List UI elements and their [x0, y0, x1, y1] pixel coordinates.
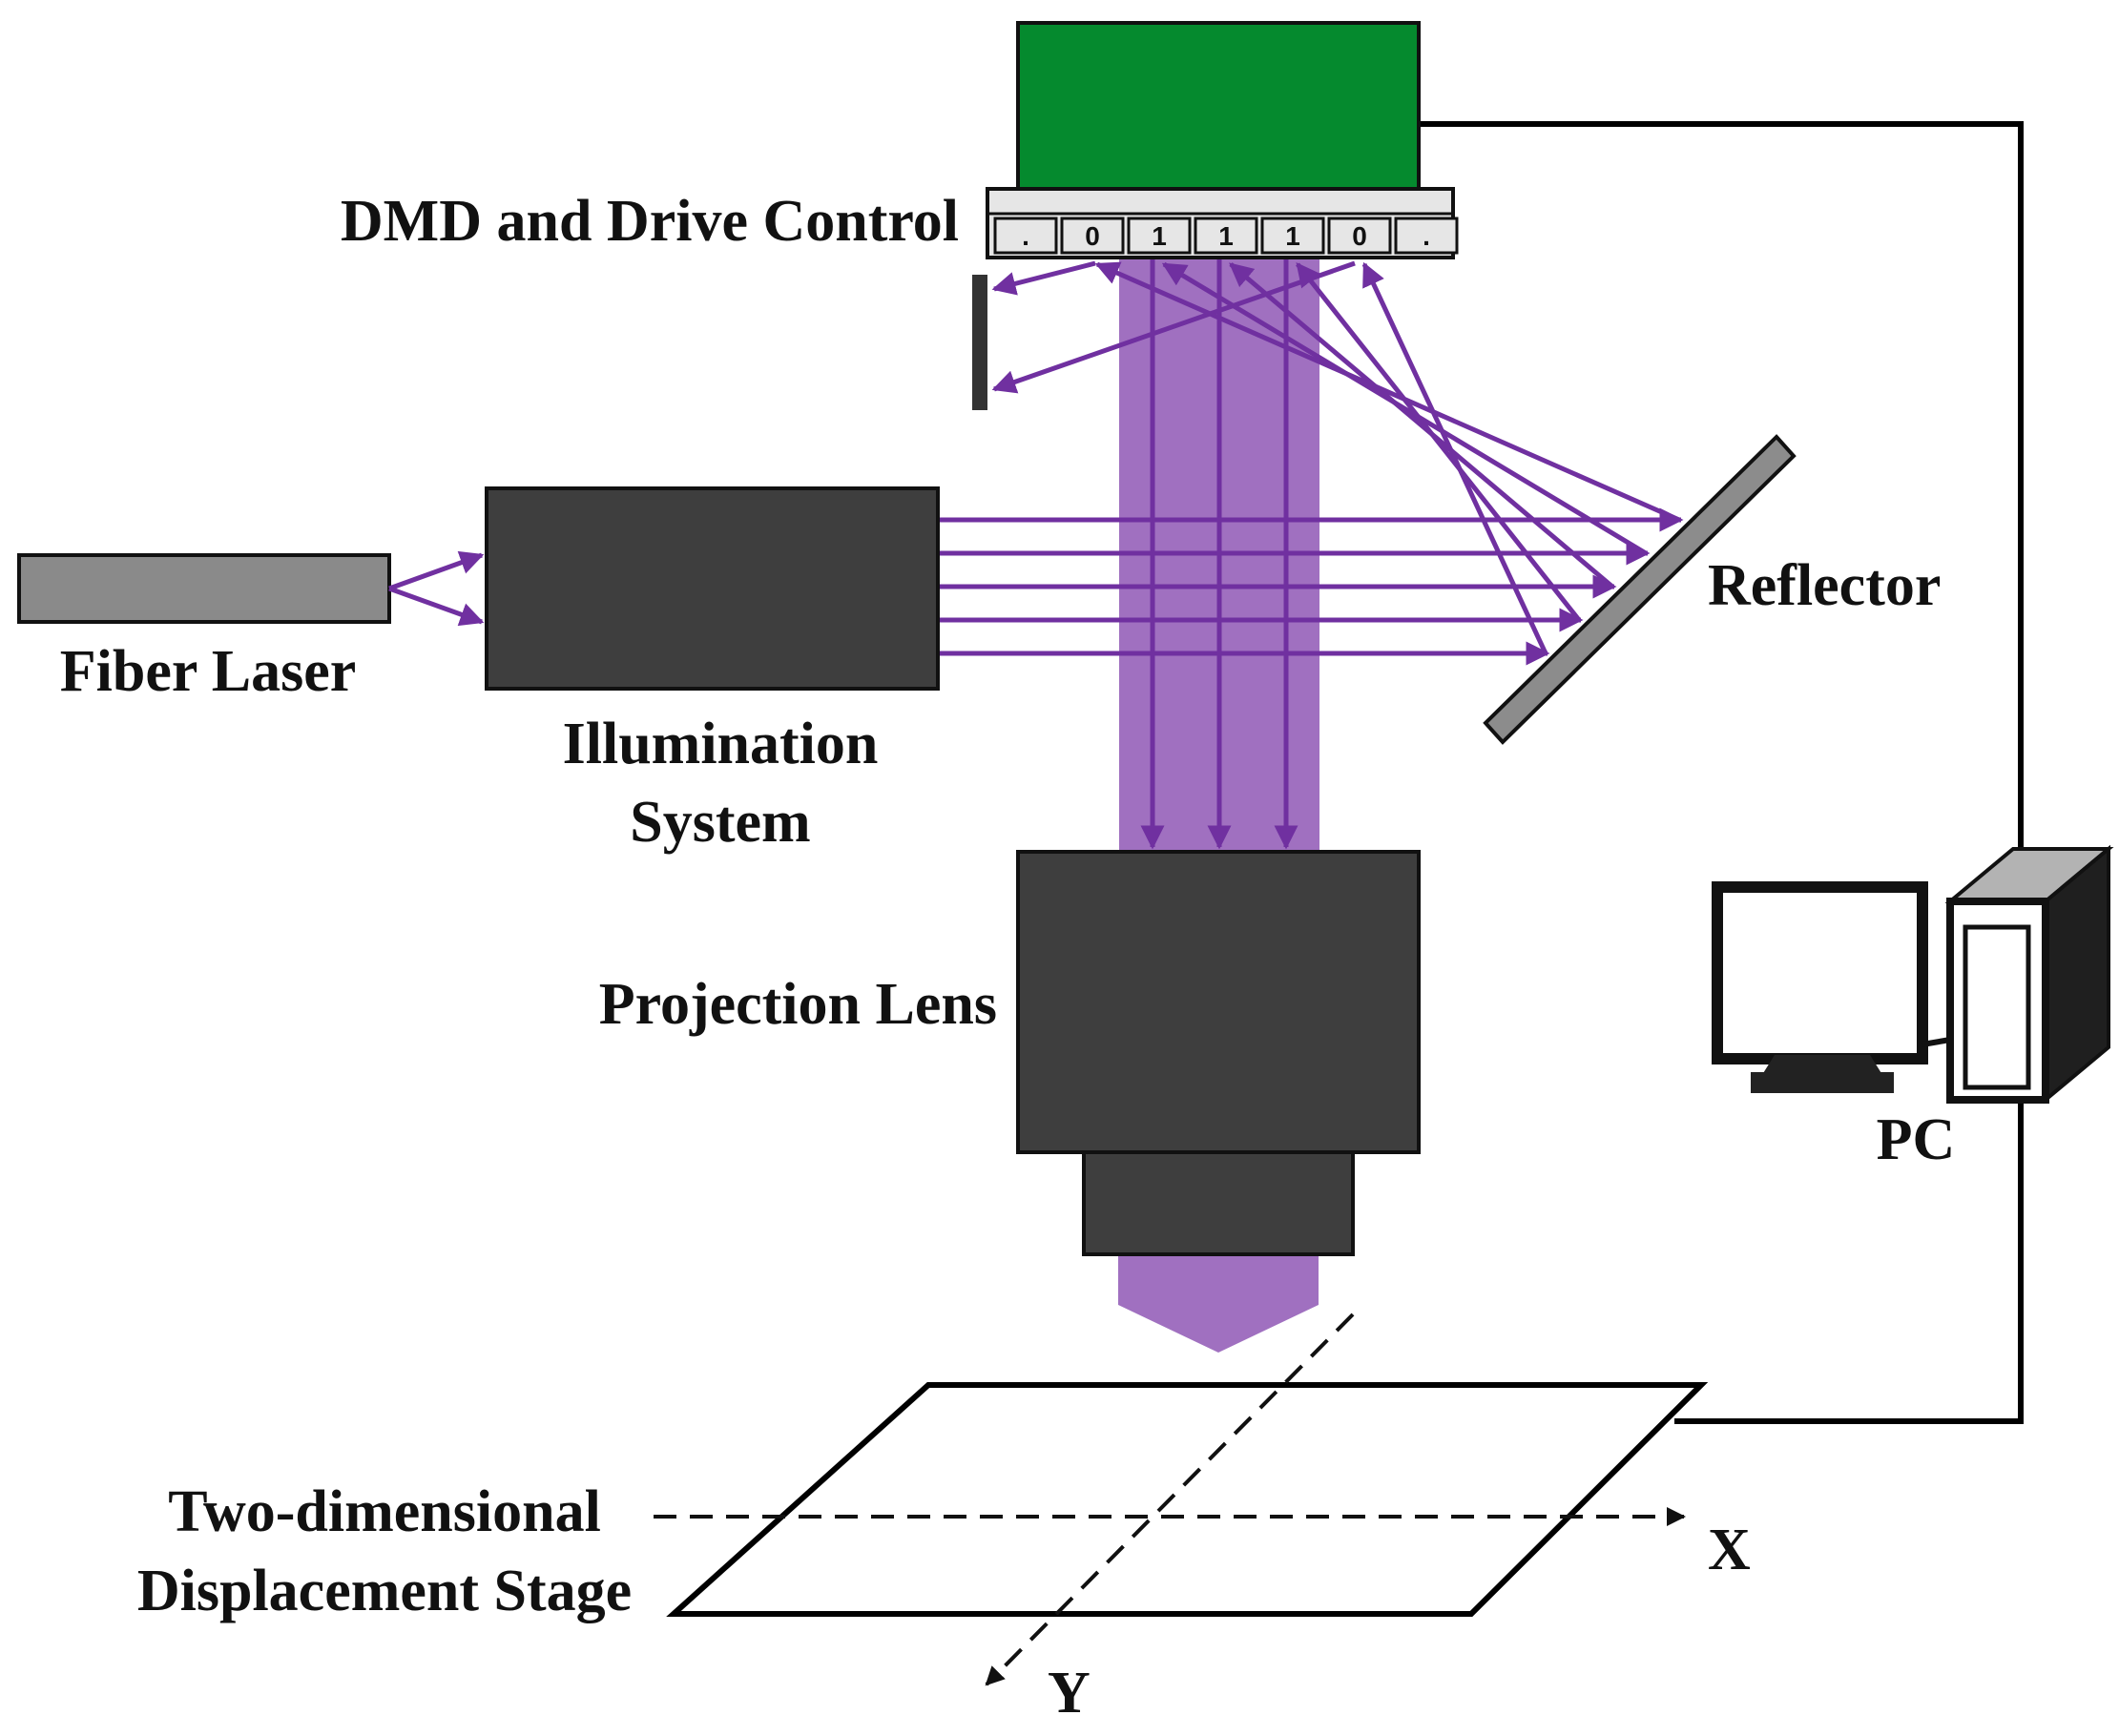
- off-ray-1: [991, 260, 1096, 296]
- dmd-cell: [1327, 217, 1392, 255]
- pc-cable: [1922, 1037, 1951, 1047]
- dmd-cell-bit: 0: [1085, 221, 1100, 251]
- dmd-cell: [1394, 217, 1459, 255]
- laser-ray-1: [388, 550, 485, 591]
- projection-lens-label: Projection Lens: [599, 972, 997, 1037]
- fiber-laser-body: [17, 553, 391, 624]
- reflected-ray-3: [1229, 262, 1614, 589]
- y-axis-line: [985, 1312, 1355, 1686]
- projected-beam-lower: [1118, 1254, 1319, 1353]
- dmd-cell: [1060, 217, 1125, 255]
- dmd-cell-bit: .: [1423, 221, 1430, 251]
- dmd-cell-bit: 1: [1152, 221, 1167, 251]
- pc-tower-icon: [1944, 844, 2114, 1105]
- laser-ray-2: [388, 586, 485, 627]
- reflected-ray-5: [1361, 261, 1548, 655]
- dmd-cell: [1194, 217, 1258, 255]
- projection-lens-nozzle: [1082, 1150, 1355, 1256]
- fiber-laser-label: Fiber Laser: [60, 639, 357, 704]
- dmd-board: [1016, 21, 1421, 193]
- illumination-label-line2: System: [630, 790, 810, 855]
- y-axis-label: Y: [1048, 1661, 1091, 1726]
- x-axis-label: X: [1708, 1518, 1751, 1582]
- beam-dump-icon: [972, 275, 987, 410]
- dmd-cell-bit: .: [1022, 221, 1029, 251]
- off-ray-2: [991, 260, 1356, 394]
- illumination-system-block: [485, 486, 940, 691]
- dmd-cell: [993, 217, 1058, 255]
- pc-monitor-icon: [1712, 881, 1928, 1093]
- dmd-cell: [1127, 217, 1192, 255]
- dmd-cell: [1260, 217, 1325, 255]
- stage-label-line1: Two-dimensional: [168, 1479, 601, 1544]
- illumination-label-line1: Illumination: [563, 712, 879, 776]
- dmd-cell-bit: 0: [1352, 221, 1367, 251]
- reflected-ray-1: [1094, 261, 1681, 523]
- reflector-label: Reflector: [1708, 553, 1941, 618]
- reflected-ray-4: [1296, 262, 1581, 622]
- dmd-micromirror-cells: . 0 1 1 1 0.: [993, 217, 1459, 255]
- projection-lens-body: [1016, 850, 1421, 1154]
- dmd-cell-bit: 1: [1218, 221, 1234, 251]
- dmd-cell-bit: 1: [1285, 221, 1300, 251]
- stage-label-line2: Displacement Stage: [137, 1559, 632, 1623]
- pc-label: PC: [1877, 1107, 1956, 1172]
- dmd-label: DMD and Drive Control: [341, 189, 959, 254]
- control-wire-dmd: [1420, 121, 2024, 1424]
- displacement-stage-plate: [666, 1382, 1709, 1617]
